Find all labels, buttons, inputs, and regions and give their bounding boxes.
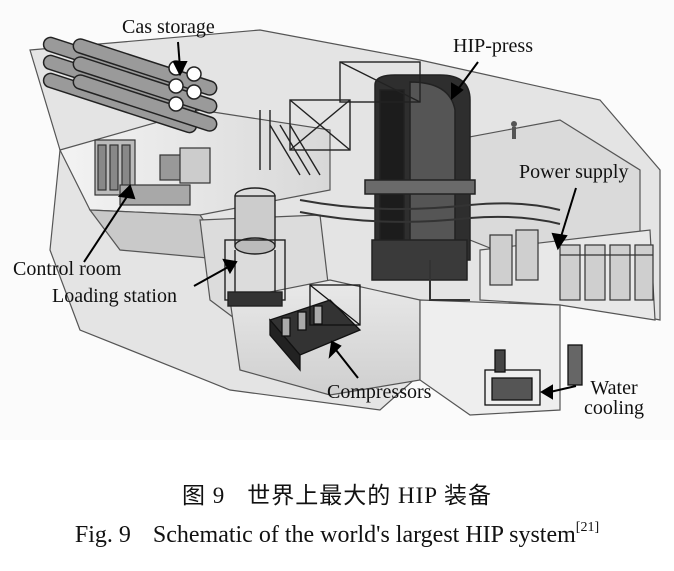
caption-english-number: Fig. 9 (74, 522, 131, 548)
person-figure (511, 121, 517, 139)
hip-press-arrow (455, 61, 479, 93)
control-room-arrow (83, 194, 129, 263)
caption-chinese-number: 图 9 (182, 483, 226, 508)
power-supply-label: Power supply (519, 161, 629, 183)
control-room-label: Control room (13, 258, 122, 280)
compressors-arrow (335, 349, 359, 379)
control-room (94, 139, 211, 206)
water-cooling-label-line2: cooling (584, 397, 644, 419)
label-arrows (83, 41, 577, 400)
water-cooling-unit (484, 344, 583, 406)
water-cooling-label-line1: Water (590, 377, 638, 399)
pipework (299, 199, 561, 301)
caption-english: Fig. 9 Schematic of the world's largest H… (0, 520, 674, 549)
water-cooling-arrow (549, 385, 577, 393)
loading-station-label: Loading station (52, 285, 177, 307)
gas-storage-label: Cas storage (122, 16, 215, 38)
loading-station-arrow (193, 265, 231, 287)
crane-frames (259, 61, 421, 176)
compressors-label: Compressors (327, 381, 432, 403)
building-shell (29, 29, 661, 416)
water-cooling-label: Water cooling (584, 378, 644, 418)
power-supply-cabinets (489, 229, 654, 301)
caption-chinese-text: 世界上最大的 HIP 装备 (247, 483, 492, 508)
gas-storage-cylinders (42, 36, 218, 134)
hip-system-illustration (29, 29, 661, 416)
caption-reference: [21] (575, 520, 600, 535)
power-supply-arrow (559, 187, 577, 241)
hip-press-structure (364, 74, 476, 281)
caption-english-text: Schematic of the world's largest HIP sys… (152, 522, 576, 548)
compressor-units (268, 284, 362, 372)
hip-press-label: HIP-press (453, 35, 533, 57)
loading-station (224, 187, 286, 307)
caption-chinese: 图 9 世界上最大的 HIP 装备 (0, 476, 674, 510)
